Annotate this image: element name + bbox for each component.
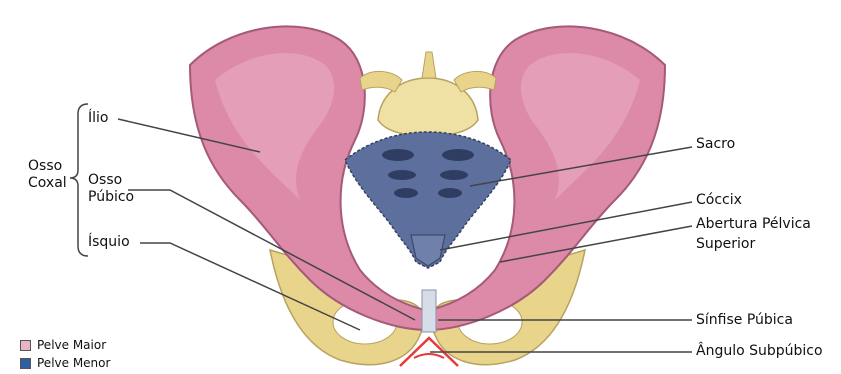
pelvis-sacral-base	[360, 52, 496, 136]
legend-swatch-pelve-menor	[20, 358, 31, 369]
label-osso-pubico: Osso Púbico	[88, 172, 134, 206]
legend-label-pelve-menor: Pelve Menor	[37, 356, 110, 370]
pubic-symphysis	[422, 290, 436, 332]
label-osso-coxal-line2: Coxal	[28, 175, 67, 192]
label-sinfise-pubica: Sínfise Púbica	[696, 312, 793, 329]
legend-item-pelve-maior: Pelve Maior	[20, 338, 106, 352]
label-abertura-line1: Abertura Pélvica	[696, 214, 811, 234]
legend-swatch-pelve-maior	[20, 340, 31, 351]
label-osso-coxal-line1: Osso	[28, 158, 67, 175]
label-osso-pubico-line1: Osso	[88, 172, 134, 189]
label-abertura-line2: Superior	[696, 234, 811, 254]
label-coccix: Cóccix	[696, 192, 742, 209]
label-isquio: Ísquio	[88, 234, 130, 251]
label-ilio: Ílio	[88, 110, 108, 127]
label-abertura-pelvica: Abertura Pélvica Superior	[696, 214, 811, 254]
label-angulo-subpubico: Ângulo Subpúbico	[696, 343, 823, 360]
legend-label-pelve-maior: Pelve Maior	[37, 338, 106, 352]
subpubic-angle-arc	[414, 354, 444, 358]
label-osso-coxal: Osso Coxal	[28, 158, 67, 192]
label-sacro: Sacro	[696, 136, 735, 153]
legend-item-pelve-menor: Pelve Menor	[20, 356, 110, 370]
label-osso-pubico-line2: Púbico	[88, 189, 134, 206]
pelvis-sacrum	[345, 132, 511, 268]
coxal-bracket	[70, 104, 88, 256]
